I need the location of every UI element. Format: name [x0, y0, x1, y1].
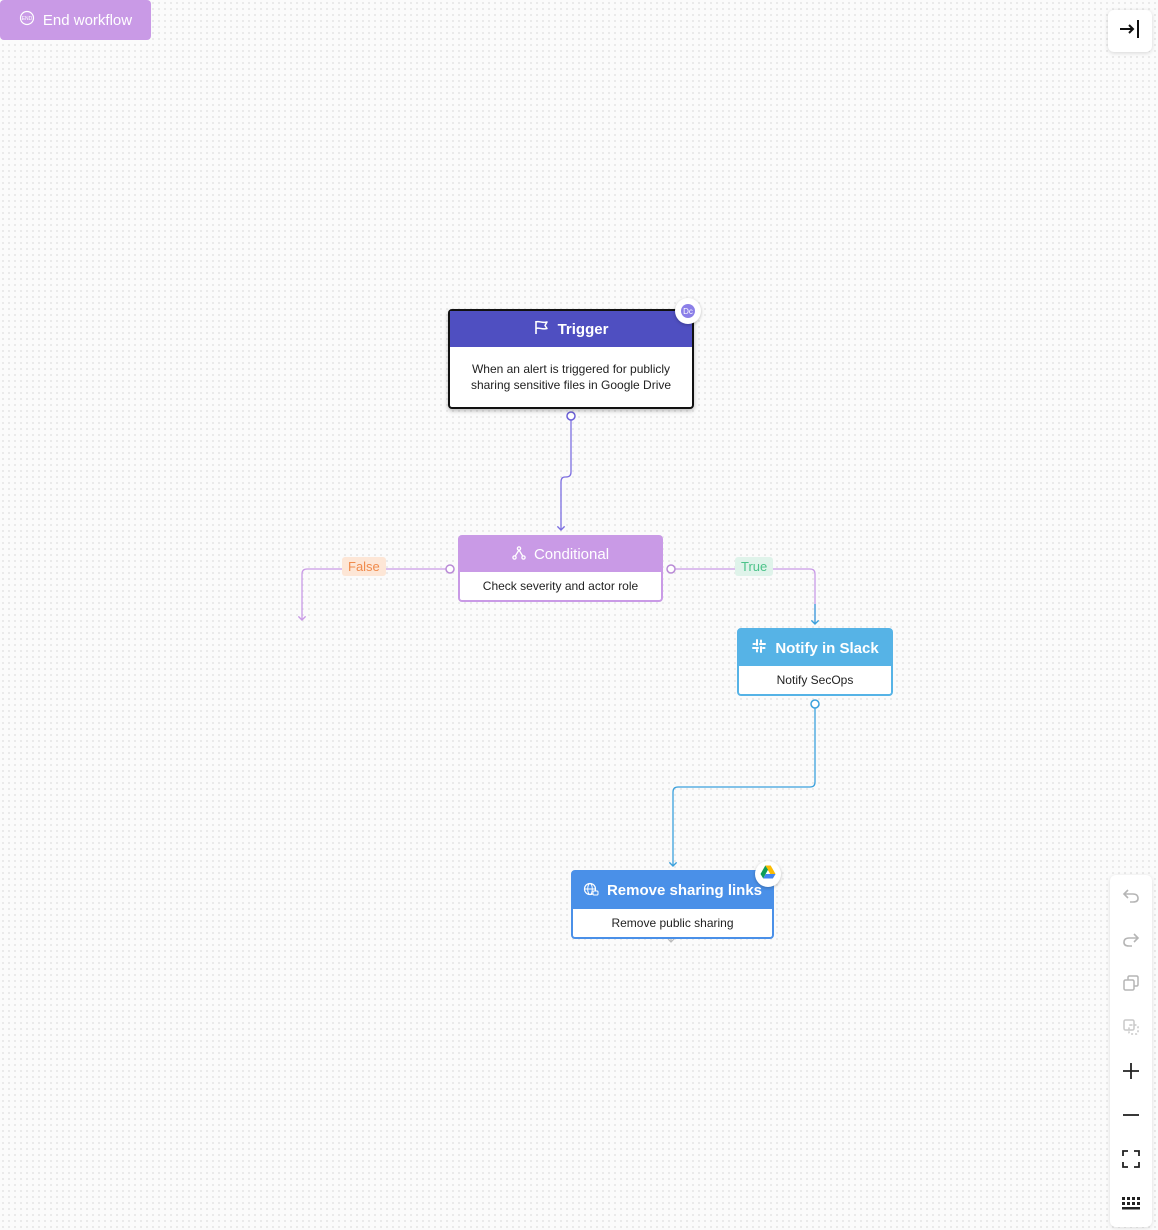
- slack-icon: [751, 638, 767, 658]
- edge-slack-gdrive: [668, 708, 816, 867]
- google-drive-badge: [755, 861, 781, 887]
- trigger-node[interactable]: Trigger When an alert is triggered for p…: [448, 309, 694, 409]
- conditional-node-header: Conditional: [460, 537, 661, 572]
- paste-button[interactable]: [1110, 1007, 1152, 1051]
- remove-sharing-node[interactable]: Remove sharing links Remove public shari…: [571, 870, 774, 939]
- flag-icon: [534, 319, 550, 339]
- end-workflow-title: End workflow: [42, 11, 133, 29]
- edge-true: [675, 568, 816, 624]
- branch-icon: [512, 545, 526, 564]
- end-workflow-node[interactable]: END End workflow: [0, 0, 151, 40]
- keyboard-shortcuts-button[interactable]: [1110, 1183, 1152, 1227]
- fit-view-icon: [1121, 1149, 1141, 1174]
- copy-icon: [1121, 973, 1141, 998]
- redo-button[interactable]: [1110, 919, 1152, 963]
- zoom-out-icon: [1121, 1105, 1141, 1130]
- collapse-panel-icon: [1118, 18, 1142, 45]
- canvas-controls: [1110, 875, 1152, 1227]
- conditional-node-description: Check severity and actor role: [482, 579, 639, 593]
- conditional-node-title: Conditional: [533, 546, 610, 563]
- paste-icon: [1121, 1017, 1141, 1042]
- false-edge-label: False: [342, 557, 386, 576]
- trigger-node-header: Trigger: [450, 311, 692, 347]
- notify-slack-node[interactable]: Notify in Slack Notify SecOps: [737, 628, 893, 696]
- trigger-node-description: When an alert is triggered for publicly …: [470, 362, 672, 392]
- remove-sharing-header: Remove sharing links: [573, 872, 772, 909]
- svg-text:END: END: [22, 16, 33, 22]
- remove-sharing-description: Remove public sharing: [611, 916, 734, 930]
- notify-slack-header: Notify in Slack: [739, 630, 891, 666]
- undo-icon: [1121, 885, 1141, 910]
- zoom-in-button[interactable]: [1110, 1051, 1152, 1095]
- end-icon: END: [19, 10, 35, 30]
- fit-view-button[interactable]: [1110, 1139, 1152, 1183]
- collapse-panel-button[interactable]: [1108, 10, 1152, 52]
- integration-badge: Dc: [675, 298, 701, 324]
- remove-sharing-title: Remove sharing links: [606, 882, 763, 899]
- true-edge-label: True: [735, 557, 774, 576]
- keyboard-icon: [1121, 1195, 1141, 1216]
- conditional-node[interactable]: Conditional Check severity and actor rol…: [458, 535, 663, 602]
- copy-button[interactable]: [1110, 963, 1152, 1007]
- trigger-node-title: Trigger: [557, 320, 609, 338]
- google-drive-icon: [760, 865, 776, 884]
- zoom-in-icon: [1121, 1061, 1141, 1086]
- undo-button[interactable]: [1110, 875, 1152, 919]
- zoom-out-button[interactable]: [1110, 1095, 1152, 1139]
- notify-slack-title: Notify in Slack: [775, 639, 879, 657]
- integration-badge-icon: Dc: [681, 304, 695, 318]
- edge-trigger-conditional: [556, 420, 572, 531]
- notify-slack-description: Notify SecOps: [776, 673, 854, 687]
- edge-false: [297, 568, 446, 621]
- globe-link-icon: [583, 881, 599, 901]
- redo-icon: [1121, 929, 1141, 954]
